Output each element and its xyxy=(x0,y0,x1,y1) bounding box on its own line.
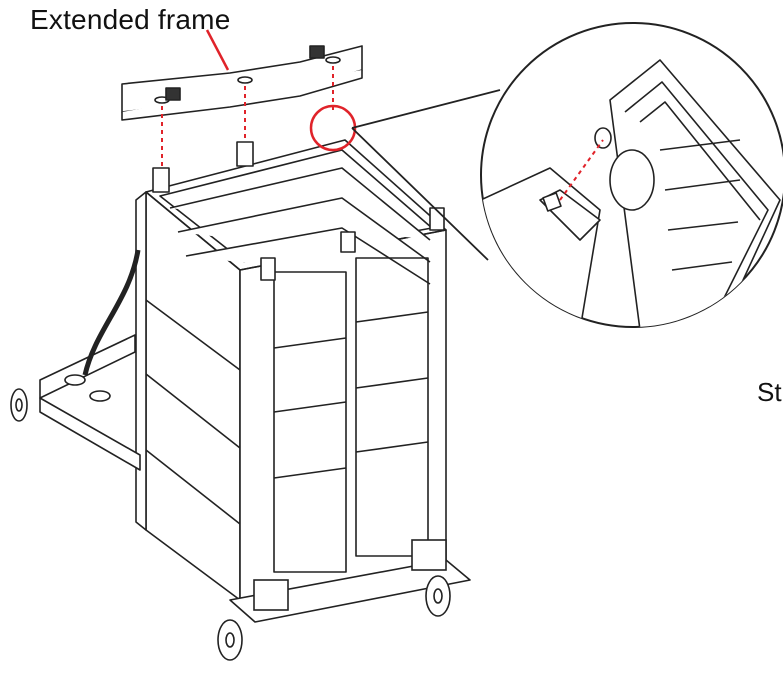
wheel-front-left xyxy=(217,579,289,661)
wheels xyxy=(10,388,451,661)
wheel-left xyxy=(10,388,28,422)
wheel-front-right xyxy=(411,539,451,617)
cart-body xyxy=(135,139,471,623)
extended-frame xyxy=(121,45,363,121)
magnifier-callout xyxy=(351,22,783,328)
step-label-fragment: St xyxy=(757,377,782,407)
label-pointer xyxy=(205,29,230,71)
rear-frame xyxy=(39,249,141,471)
extended-frame-label: Extended frame xyxy=(30,4,231,35)
